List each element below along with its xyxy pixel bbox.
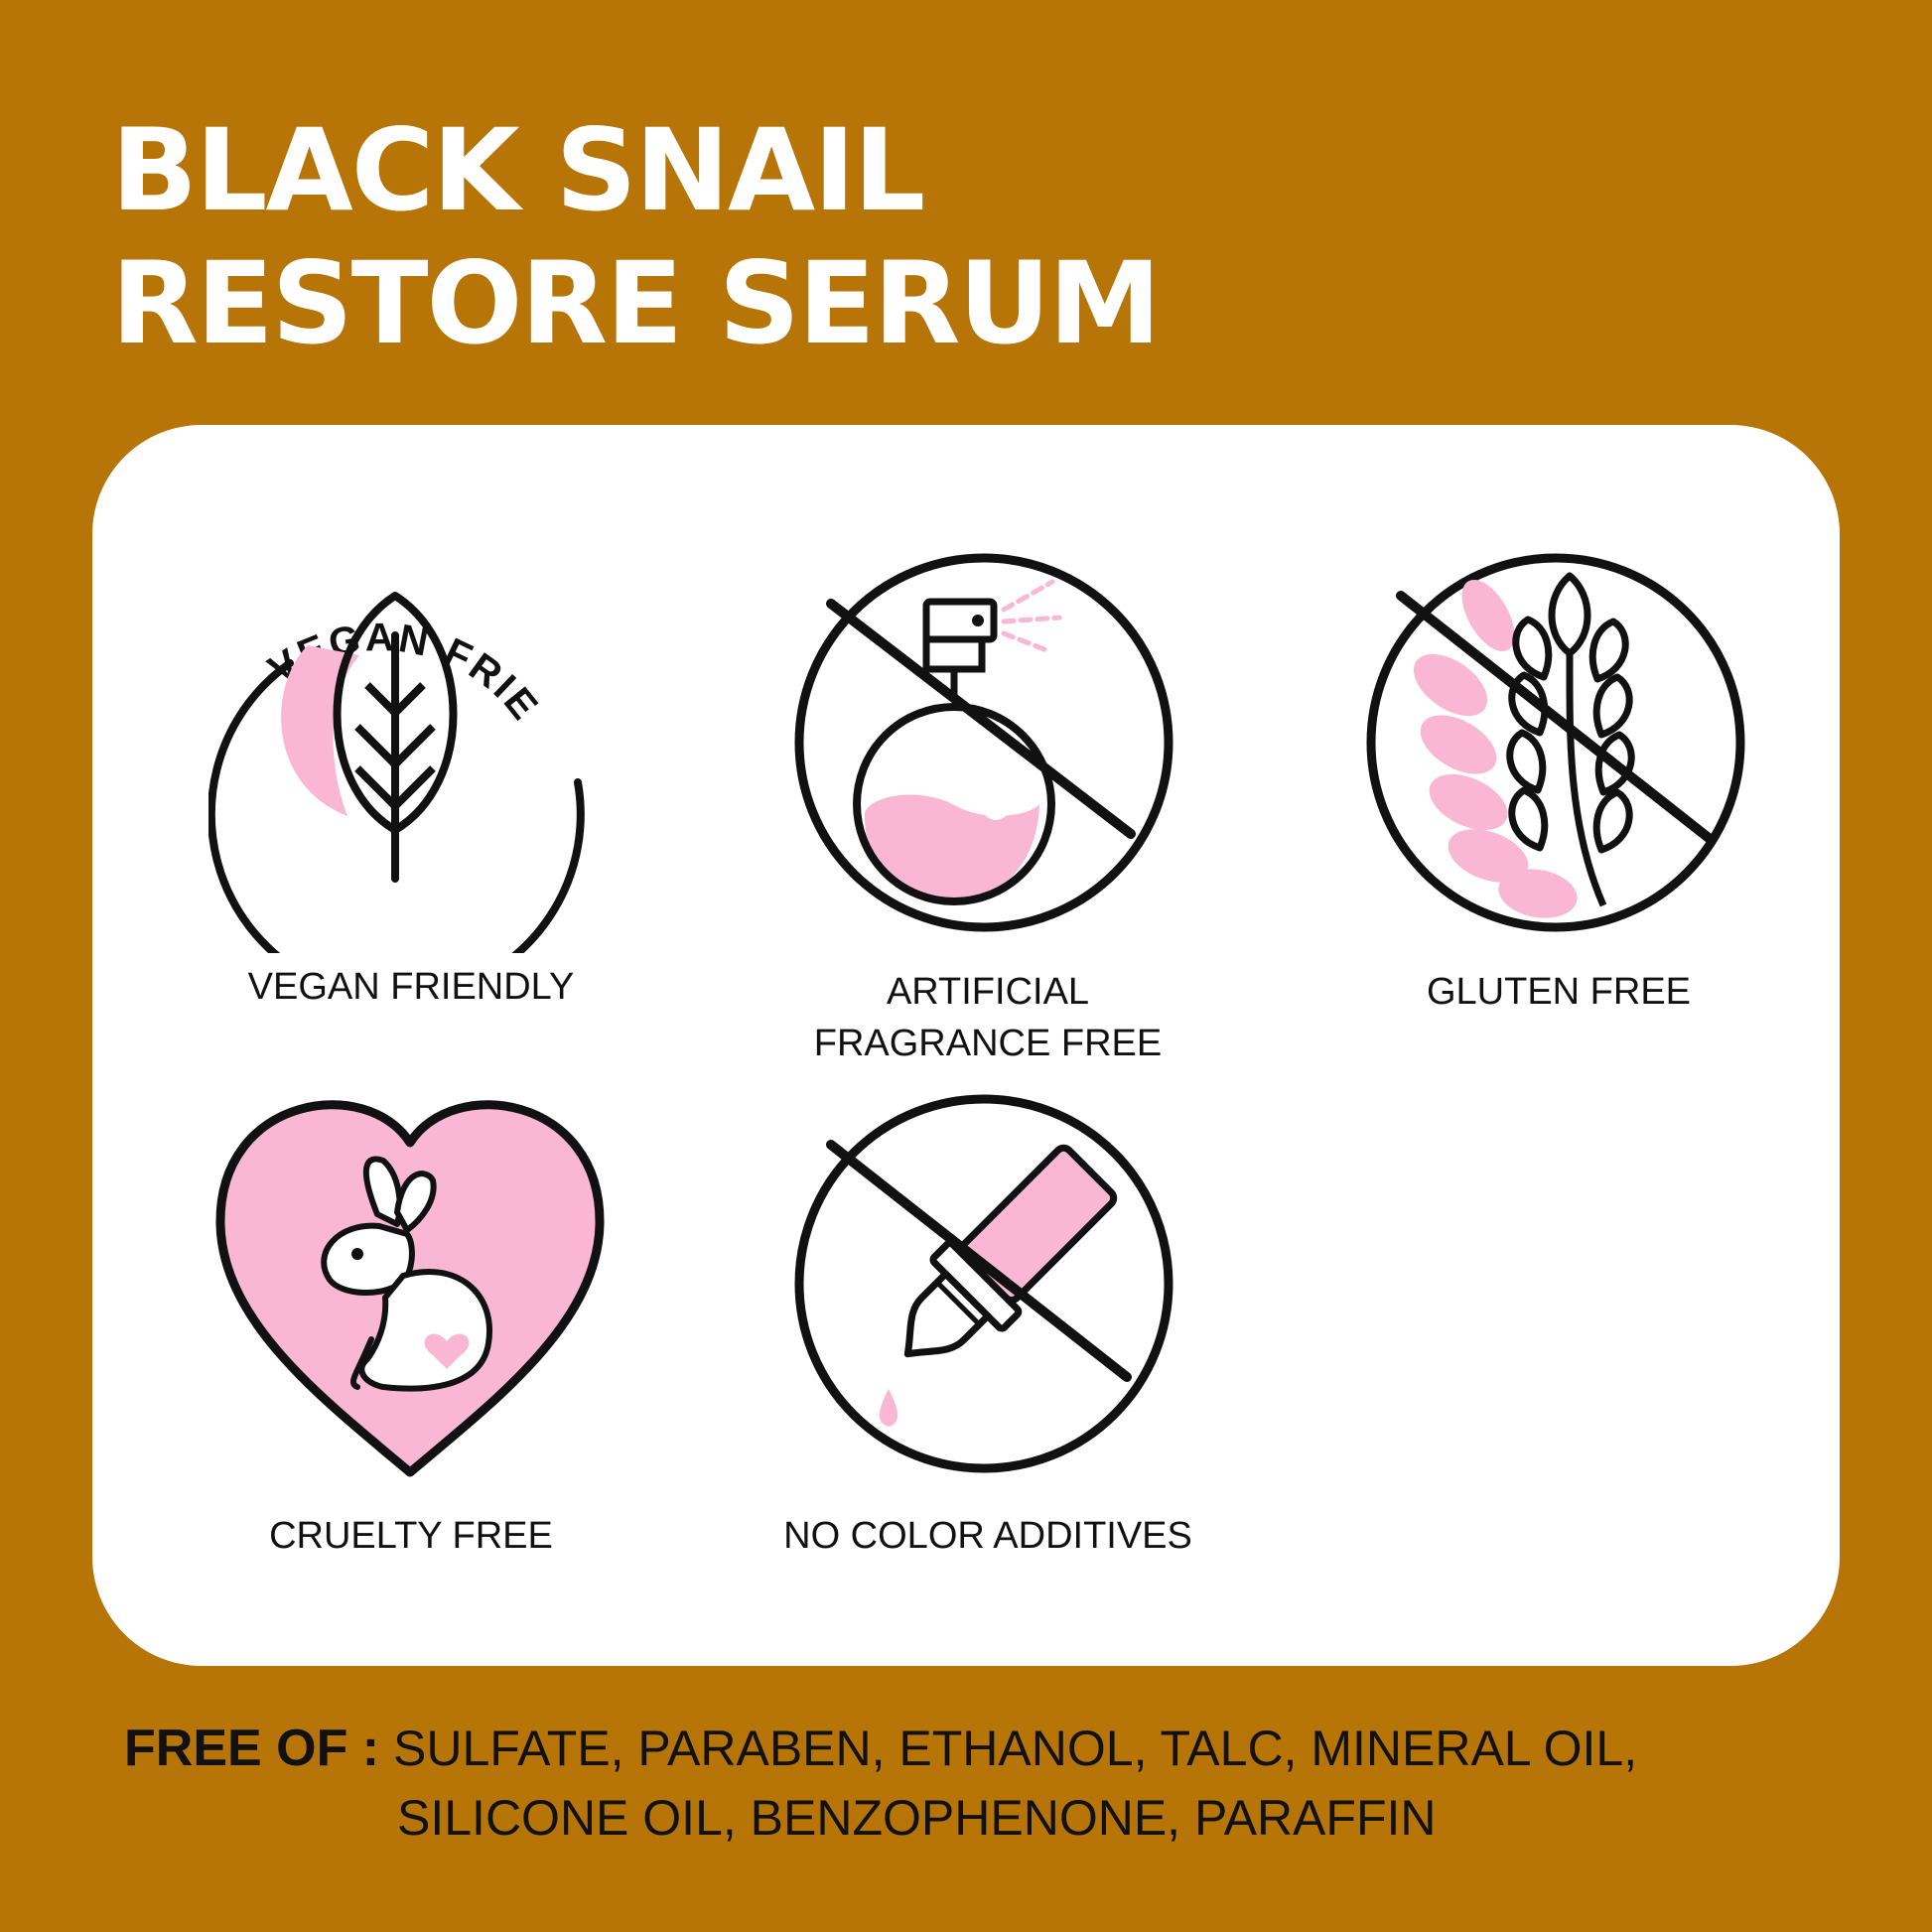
label-gluten-free: GLUTEN FREE	[1426, 971, 1692, 1013]
dropper-icon	[794, 1094, 1173, 1473]
product-title-line-2: RESTORE SERUM	[111, 237, 1162, 369]
free-of-heading: FREE OF :	[124, 1720, 380, 1777]
perfume-bottle-icon	[794, 553, 1173, 932]
free-of-list: FREE OF : SULFATE, PARABEN, ETHANOL, TAL…	[124, 1714, 1637, 1783]
leaf-icon: VEGAN FRIENDLY	[208, 536, 585, 953]
rabbit-heart-icon	[215, 1100, 605, 1477]
label-no-color-additives: NO COLOR ADDITIVES	[783, 1515, 1192, 1557]
label-fragrance-free: ARTIFICIAL FRAGRANCE FREE	[813, 971, 1163, 1064]
label-vegan-friendly: VEGAN FRIENDLY	[247, 966, 575, 1008]
product-title-line-1: BLACK SNAIL	[111, 104, 925, 236]
product-title: BLACK SNAIL RESTORE SERUM	[111, 104, 1162, 370]
free-of-line-1: SULFATE, PARABEN, ETHANOL, TALC, MINERAL…	[393, 1721, 1638, 1776]
label-cruelty-free: CRUELTY FREE	[269, 1515, 553, 1557]
features-card: VEGAN FRIENDLY VEGAN FRIENDLY ARTIFICIAL…	[92, 425, 1840, 1666]
free-of-line-2: SILICONE OIL, BENZOPHENONE, PARAFFIN	[397, 1790, 1437, 1846]
wheat-icon	[1366, 553, 1745, 932]
